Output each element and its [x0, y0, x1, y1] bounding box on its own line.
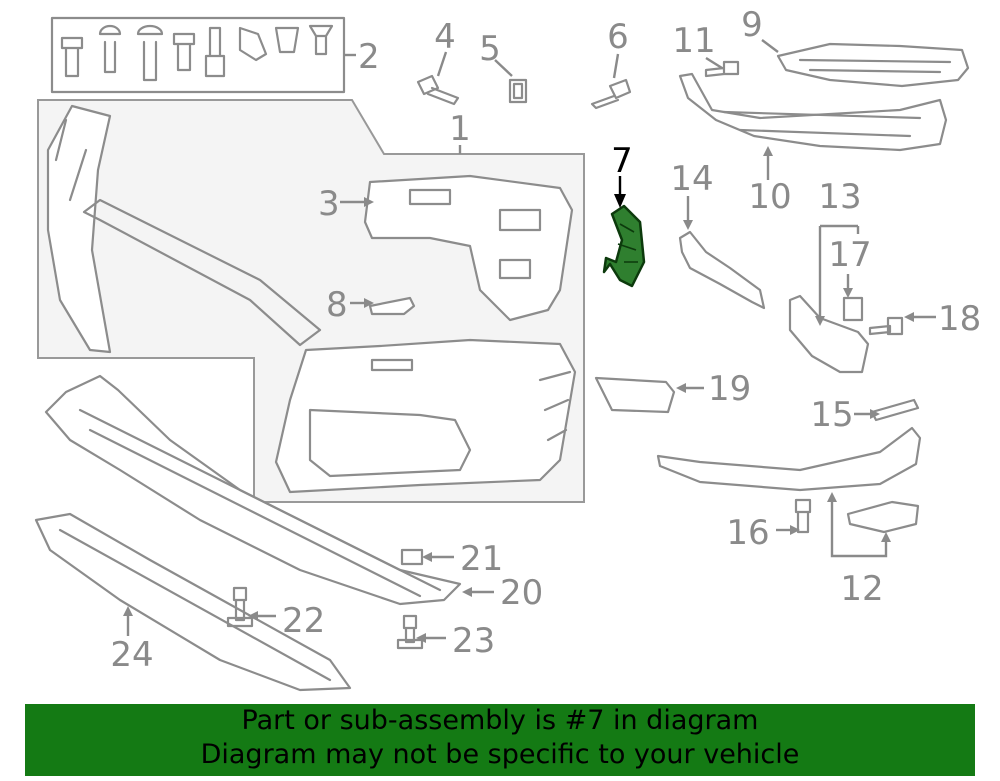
banner-line-1: Part or sub-assembly is #7 in diagram	[241, 705, 759, 736]
callout-6: 6	[607, 17, 629, 57]
callout-16: 16	[726, 513, 769, 553]
callout-14: 14	[670, 159, 713, 199]
callout-20: 20	[500, 573, 543, 613]
callout-4: 4	[434, 17, 456, 57]
callout-5: 5	[479, 29, 501, 69]
callout-8: 8	[326, 285, 348, 325]
part-13-group	[788, 294, 904, 374]
part-19	[594, 376, 676, 414]
callout-18: 18	[938, 299, 981, 339]
callout-12: 12	[840, 569, 883, 609]
banner-line-2: Diagram may not be specific to your vehi…	[200, 739, 800, 770]
callout-11: 11	[672, 21, 715, 61]
callout-13: 13	[818, 177, 861, 217]
callout-15: 15	[810, 395, 853, 435]
upper-fasteners	[416, 60, 740, 110]
callout-21: 21	[460, 539, 503, 579]
callout-10: 10	[748, 177, 791, 217]
part-14	[678, 230, 766, 310]
callout-24: 24	[110, 635, 153, 675]
callout-22: 22	[282, 601, 325, 641]
hardware-box	[50, 16, 356, 94]
callout-1: 1	[449, 109, 471, 149]
callout-19: 19	[708, 369, 751, 409]
callout-labels: 1 2 3 4 5 6 7 8 9 10 11 12 13 14 15 16 1…	[110, 5, 981, 675]
upper-right-trim	[678, 42, 970, 152]
info-banner: Part or sub-assembly is #7 in diagram Di…	[25, 704, 975, 776]
callout-3: 3	[318, 184, 340, 224]
leader-lines	[123, 39, 936, 643]
bumper-cover-assembly	[37, 99, 585, 503]
part-7-highlighted	[602, 176, 646, 288]
callout-23: 23	[452, 621, 495, 661]
callout-7: 7	[611, 141, 633, 181]
lower-bumper	[34, 374, 462, 692]
callout-9: 9	[741, 5, 763, 45]
lower-right-trim	[656, 398, 922, 534]
fastener-set	[60, 24, 334, 82]
callout-17: 17	[828, 235, 871, 275]
callout-2: 2	[358, 37, 380, 77]
